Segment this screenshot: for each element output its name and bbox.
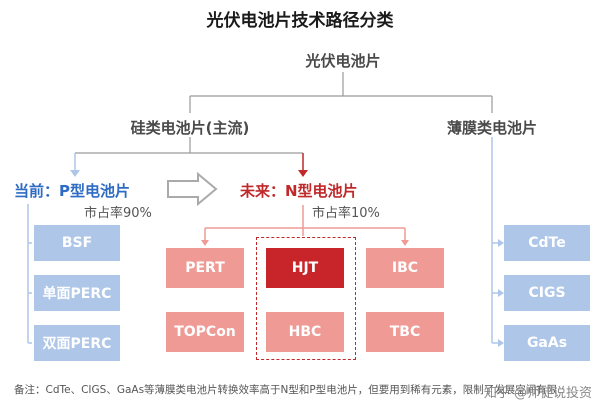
n-type-label: 未来：N型电池片: [240, 182, 358, 200]
n-item-topcon: TOPCon: [166, 312, 244, 352]
footnote: 备注：CdTe、CIGS、GaAs等薄膜类电池片转换效率高于N型和P型电池片，但…: [14, 384, 558, 396]
thin-item-cdte: CdTe: [504, 225, 590, 261]
hjt-hbc-highlight: [256, 237, 356, 360]
p-item-double-perc: 双面PERC: [34, 325, 120, 361]
p-item-single-perc: 单面PERC: [34, 275, 120, 311]
p-type-label: 当前：P型电池片: [14, 182, 130, 200]
n-item-hbc: HBC: [266, 312, 344, 352]
page-title: 光伏电池片技术路径分类: [206, 11, 394, 31]
watermark: 知乎 @师徒说投资: [483, 386, 592, 401]
n-item-pert: PERT: [166, 248, 244, 288]
n-type-share: 市占率10%: [312, 206, 380, 221]
silicon-node: 硅类电池片(主流): [130, 119, 250, 137]
thin-item-cigs: CIGS: [504, 275, 590, 311]
p-item-bsf: BSF: [34, 225, 120, 261]
n-item-tbc: TBC: [366, 312, 444, 352]
n-item-hjt: HJT: [266, 248, 344, 288]
n-item-ibc: IBC: [366, 248, 444, 288]
p-type-share: 市占率90%: [84, 206, 152, 221]
root-node: 光伏电池片: [305, 52, 381, 70]
thin-film-node: 薄膜类电池片: [446, 119, 537, 137]
thin-item-gaas: GaAs: [504, 325, 590, 361]
